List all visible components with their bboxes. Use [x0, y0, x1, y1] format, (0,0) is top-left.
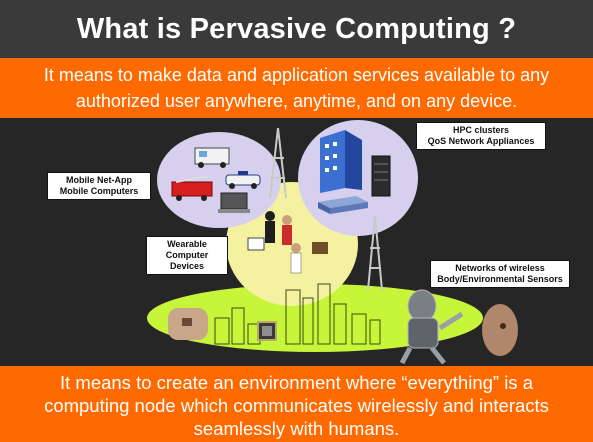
ambulance-icon: [194, 147, 230, 168]
laptop-icon: [218, 192, 250, 213]
network-appliance-icon: [318, 196, 368, 214]
office-building-icon: [320, 130, 362, 193]
definition-bottom-line-2: computing node which communicates wirele…: [44, 395, 549, 416]
definition-top: It means to make data and application se…: [0, 58, 593, 118]
wearable-label-line-1: Wearable: [167, 239, 207, 249]
definition-bottom-line-3: seamlessly with humans.: [193, 418, 400, 439]
people-icon: [247, 211, 328, 274]
definition-top-line-1: It means to make data and application se…: [43, 65, 550, 85]
hpc-label-line-2: QoS Network Appliances: [427, 136, 535, 146]
tower-icon: [367, 215, 383, 291]
illustration-canvas: [147, 120, 518, 365]
fire-truck-icon: [171, 175, 213, 201]
server-rack-icon: [371, 155, 391, 197]
sensor-patch-icon: [168, 308, 208, 340]
illustration: HPC clusters QoS Network Appliances Mobi…: [0, 118, 593, 366]
sensors-label-line-2: Body/Environmental Sensors: [437, 274, 563, 284]
skin-sensor-icon: [482, 304, 518, 356]
green-disc: [147, 284, 483, 352]
sensors-label-line-1: Networks of wireless: [455, 263, 545, 273]
mobile-bubble: [157, 132, 281, 228]
definition-bottom: It means to create an environment where …: [0, 366, 593, 442]
sensor-chip-icon: [257, 321, 277, 341]
hpc-label: HPC clusters QoS Network Appliances: [416, 122, 546, 150]
hpc-label-line-1: HPC clusters: [452, 125, 510, 135]
title-bar: What is Pervasive Computing ?: [0, 0, 593, 58]
definition-top-line-2: authorized user anywhere, anytime, and o…: [75, 91, 518, 111]
wearable-label-line-2: Computer: [165, 250, 209, 260]
wearable-label-line-3: Devices: [169, 261, 205, 271]
mobile-label: Mobile Net-App Mobile Computers: [47, 172, 151, 200]
city-skyline-icon: [214, 283, 381, 345]
definition-bottom-line-1: It means to create an environment where …: [59, 372, 533, 393]
slide-title: What is Pervasive Computing ?: [76, 12, 517, 45]
mobile-label-line-2: Mobile Computers: [59, 186, 139, 196]
police-car-icon: [225, 171, 261, 189]
mobile-label-line-1: Mobile Net-App: [66, 175, 132, 185]
tower-icon: [269, 127, 287, 199]
robot-icon: [399, 289, 464, 365]
sensors-label: Networks of wireless Body/Environmental …: [430, 260, 570, 288]
wearable-label: Wearable Computer Devices: [146, 236, 228, 275]
